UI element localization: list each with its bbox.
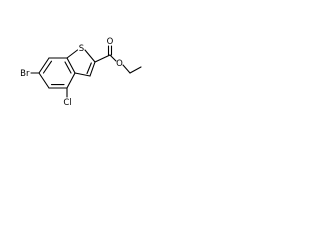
bond-c3-c3a (74, 72, 91, 77)
bond-c7a-s1 (66, 49, 79, 59)
bond-c6-c7 (38, 57, 50, 74)
bond-double-c6-c7-inner (42, 60, 53, 74)
bond-c2-carbonyl (94, 54, 111, 63)
bond-c7a-c3a (66, 57, 76, 74)
atom-label-chlorine: Cl (63, 98, 71, 108)
atom-label-ester-oxygen: O (116, 59, 123, 69)
molecule-structure: Br S Cl O O (20, 37, 142, 108)
bond-o-ch2 (122, 64, 131, 74)
bond-ch2-ch3 (129, 66, 142, 74)
bond-carbonyl-o-ester (109, 54, 117, 62)
atom-label-bromine: Br (20, 69, 30, 79)
bonds (30, 45, 142, 98)
atom-label-sulfur: S (79, 44, 84, 54)
atom-labels: Br S Cl O O (20, 37, 123, 108)
bond-c3a-c4 (66, 72, 76, 89)
bond-c5-c6 (38, 72, 50, 89)
atom-label-carbonyl-oxygen: O (107, 37, 114, 47)
bond-c2-c3 (89, 61, 96, 77)
bond-s1-c2 (84, 49, 96, 63)
bond-double-c7a-c3a-inner (64, 61, 72, 74)
bond-double-c2-c3-inner (86, 62, 92, 75)
